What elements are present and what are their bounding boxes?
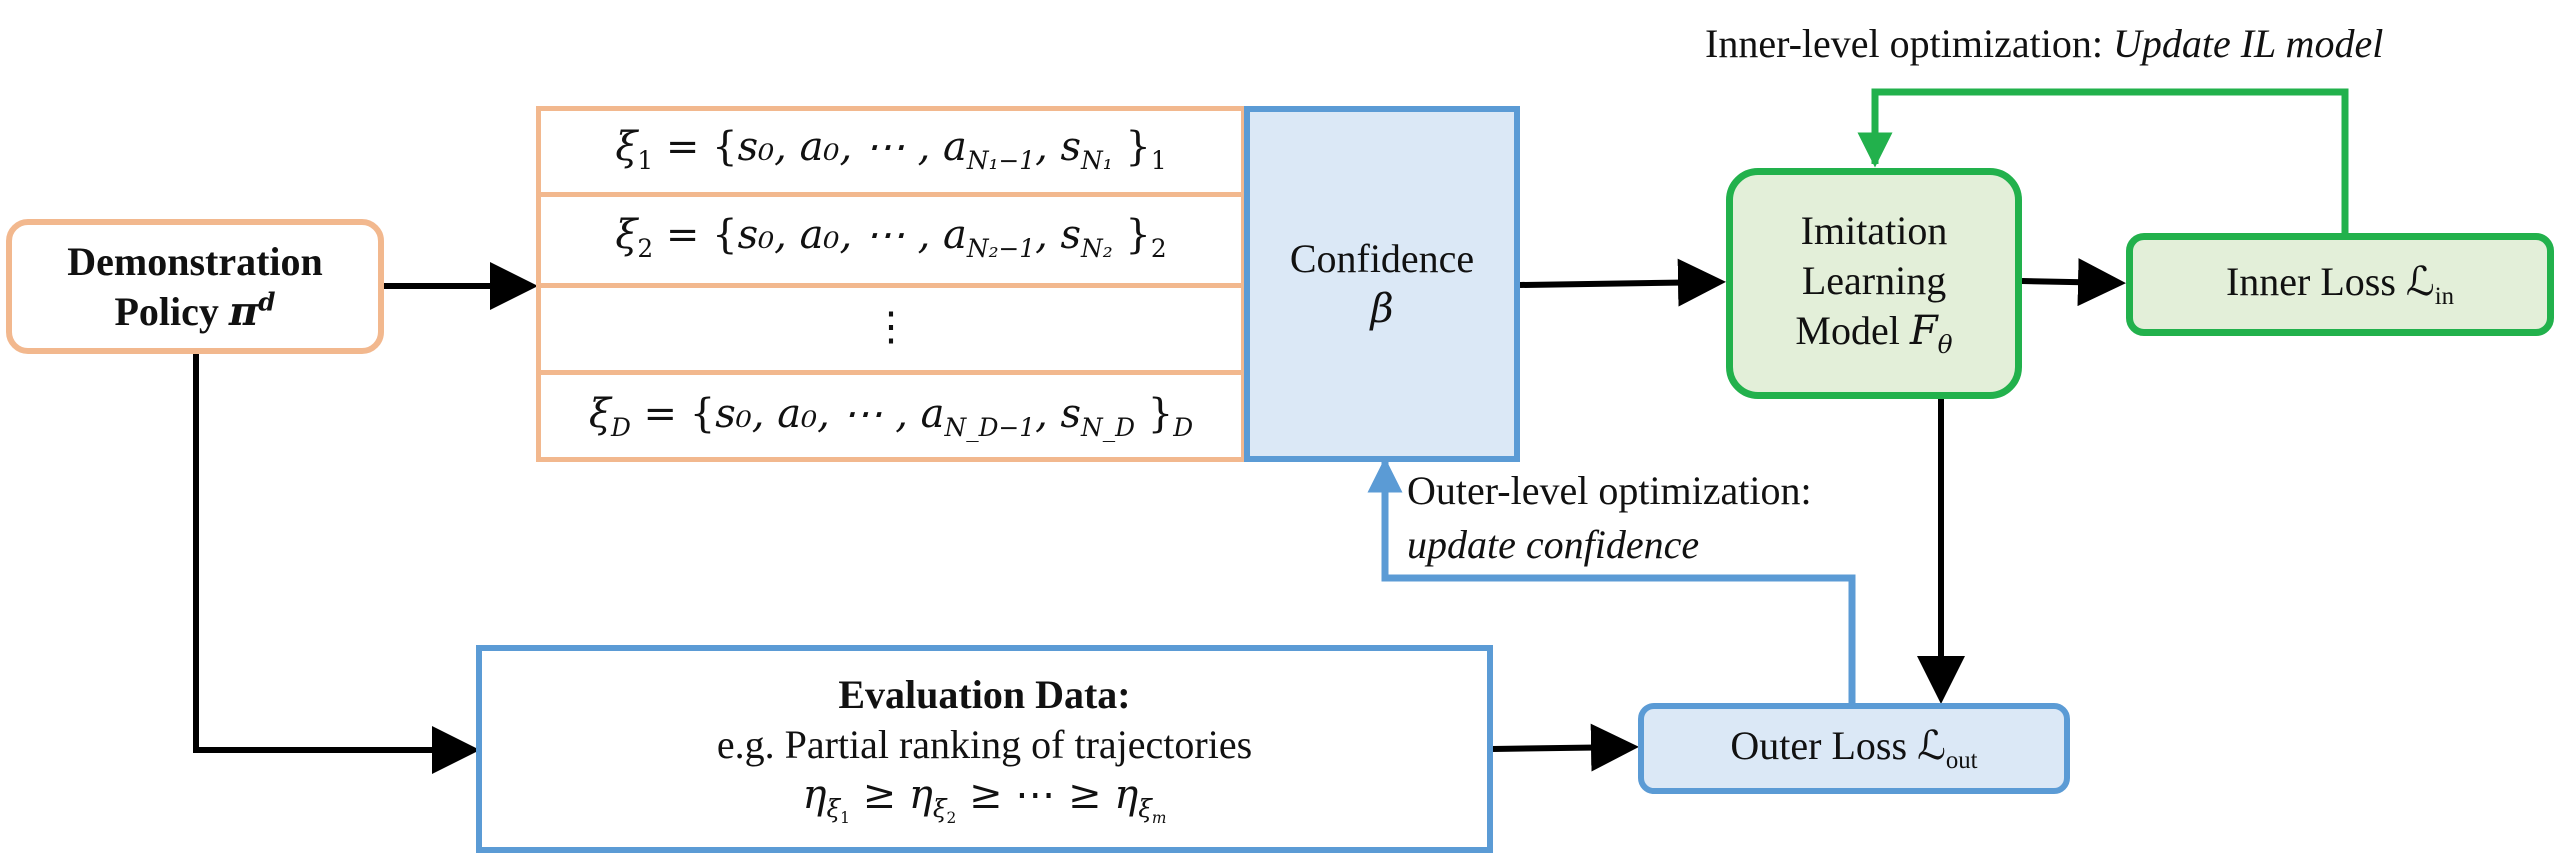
trajectory-divider-1	[536, 192, 1246, 197]
evaluation-title: Evaluation Data:	[838, 671, 1131, 717]
inner-level-caption: Inner-level optimization: Update IL mode…	[1705, 21, 2384, 66]
arrow-confidence-to-il-model	[1519, 258, 1726, 307]
trajectory-row-2: ξ2 = {s₀, a₀, ⋯ , aN₂−1, sN₂ }2	[615, 212, 1167, 263]
arrow-outer-loop-feedback	[1367, 457, 1856, 703]
outer-level-caption: Outer-level optimization: update confide…	[1407, 468, 1812, 567]
outer-loss-box: Outer Loss ℒout	[1638, 703, 2070, 794]
evaluation-description: e.g. Partial ranking of trajectories	[716, 721, 1253, 767]
trajectory-row-d: ξD = {s₀, a₀, ⋯ , aN_D−1, sN_D }D	[588, 390, 1194, 442]
arrow-inner-loop-feedback	[1857, 88, 2349, 233]
demonstration-policy-box: Demonstration Policy πd	[6, 219, 384, 354]
arrow-demo-to-evaluation	[193, 354, 480, 774]
il-model-box: Imitation Learning Model Fθ	[1726, 168, 2022, 399]
arrow-evaluation-to-outer-loss	[1492, 723, 1639, 772]
trajectory-row-1: ξ1 = {s₀, a₀, ⋯ , aN₁−1, sN₁ }1	[615, 123, 1167, 175]
demonstration-label: Demonstration	[67, 238, 323, 284]
trajectory-divider-3	[536, 370, 1246, 375]
trajectory-divider-2	[536, 283, 1246, 288]
policy-label: Policy πd	[114, 287, 276, 335]
arrow-il-model-to-inner-loss	[2021, 258, 2126, 307]
evaluation-ranking: ηξ1 ≥ ηξ2 ≥ ⋯ ≥ ηξm	[802, 771, 1167, 827]
evaluation-data-box: Evaluation Data: e.g. Partial ranking of…	[476, 645, 1493, 853]
confidence-label: Confidence	[1289, 236, 1475, 281]
confidence-box: Confidence β	[1244, 106, 1520, 462]
trajectory-ellipsis: ⋮	[871, 303, 911, 349]
confidence-symbol: β	[1370, 286, 1394, 332]
inner-loss-box: Inner Loss ℒin	[2126, 233, 2554, 336]
